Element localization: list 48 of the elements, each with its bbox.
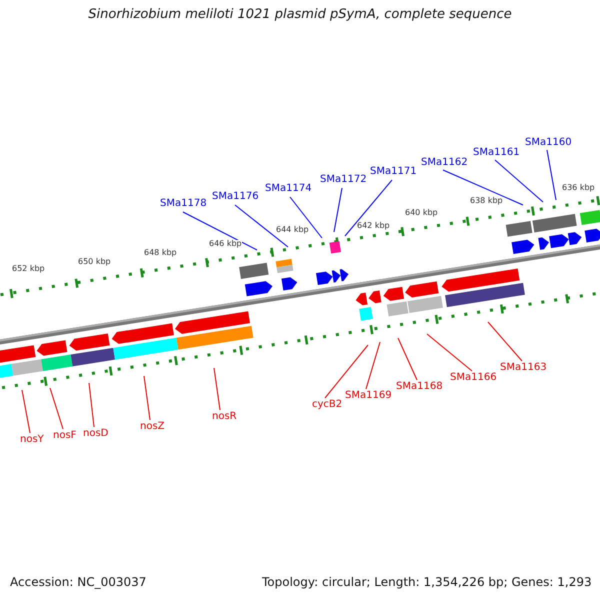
gene-label: SMa1176 — [212, 192, 259, 202]
leader-line — [344, 180, 392, 236]
leader-line — [290, 196, 322, 238]
gene-label: nosR — [212, 412, 237, 422]
accession-text: Accession: NC_003037 — [10, 576, 146, 588]
leader-line — [324, 344, 368, 398]
leader-line — [214, 368, 220, 410]
tick-label: 644 kbp — [276, 226, 309, 234]
leader-line — [334, 188, 342, 232]
tick-label: 638 kbp — [470, 197, 503, 205]
leader-line — [398, 338, 418, 380]
tick-label: 636 kbp — [562, 184, 595, 192]
tick-label: 642 kbp — [357, 222, 390, 230]
leader-line — [234, 204, 288, 248]
leader-line — [546, 150, 556, 200]
gene-label: SMa1161 — [473, 148, 520, 158]
gene-label: SMa1162 — [421, 158, 468, 168]
leader-line — [22, 390, 30, 434]
tick-label: 650 kbp — [78, 258, 111, 266]
tick-label: 646 kbp — [209, 240, 242, 248]
leader-line — [442, 170, 524, 206]
tick-label: 652 kbp — [12, 265, 45, 273]
tick-label: 640 kbp — [405, 209, 438, 217]
summary-text: Topology: circular; Length: 1,354,226 bp; Genes: 1,293 — [262, 576, 592, 588]
gene-label: SMa1168 — [396, 382, 443, 392]
gene-label: SMa1169 — [345, 391, 392, 401]
gene-label: SMa1166 — [450, 373, 497, 383]
leader-line — [426, 334, 472, 372]
gene-label: SMa1171 — [370, 167, 417, 177]
leader-line — [366, 342, 380, 390]
gene-label: SMa1160 — [525, 138, 572, 148]
gene-label: SMa1163 — [500, 363, 547, 373]
gene-label: cycB2 — [312, 400, 342, 410]
gene-label: nosY — [20, 435, 44, 445]
gene-label: nosD — [83, 429, 108, 439]
gene-label: nosF — [53, 431, 76, 441]
leader-line — [494, 160, 544, 202]
gene-label: SMa1174 — [265, 184, 312, 194]
leader-line — [88, 382, 94, 428]
leader-line — [50, 388, 64, 430]
leader-line — [182, 212, 258, 250]
leader-line — [144, 376, 150, 420]
leader-line — [488, 322, 522, 362]
tick-label: 648 kbp — [144, 249, 177, 257]
gene-label: SMa1178 — [160, 199, 207, 209]
map-title: Sinorhizobium meliloti 1021 plasmid pSymA, complete sequence — [87, 8, 513, 21]
gene-label: SMa1172 — [320, 175, 367, 185]
gene-label: nosZ — [140, 422, 165, 432]
